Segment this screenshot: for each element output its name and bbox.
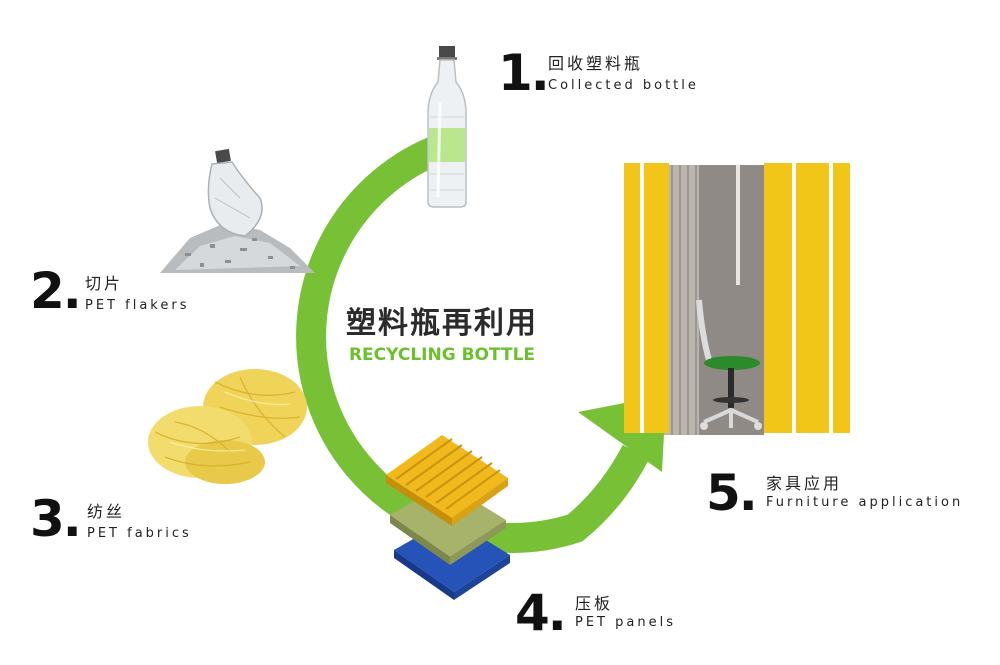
step-label-cn: 家具应用 [766,474,843,493]
step-number: 4. [515,584,567,642]
step-label-en: PET fabrics [87,526,192,541]
plastic-bottle-icon [427,46,467,208]
stacked-panels-icon [386,435,510,600]
step-number: 5. [706,464,758,522]
diagram-subtitle: RECYCLING BOTTLE [348,345,536,365]
step-label-en: PET panels [575,615,676,630]
step-number: 3. [30,490,82,548]
diagram-title: 塑料瓶再利用 [346,306,538,341]
step-label-cn: 压板 [575,594,614,613]
step-label-cn: 切片 [85,274,124,293]
crushed-bottle-flakes-icon [160,148,315,273]
step-label-en: PET flakers [85,298,190,313]
yellow-fiber-icon [148,369,307,484]
step-label-en: Furniture application [766,495,964,510]
step-number: 1. [498,44,550,102]
step-label-cn: 纺丝 [87,502,126,521]
office-booth-icon [624,163,850,435]
step-label-cn: 回收塑料瓶 [548,54,644,73]
step-label-en: Collected bottle [548,78,699,93]
step-number: 2. [30,262,82,320]
